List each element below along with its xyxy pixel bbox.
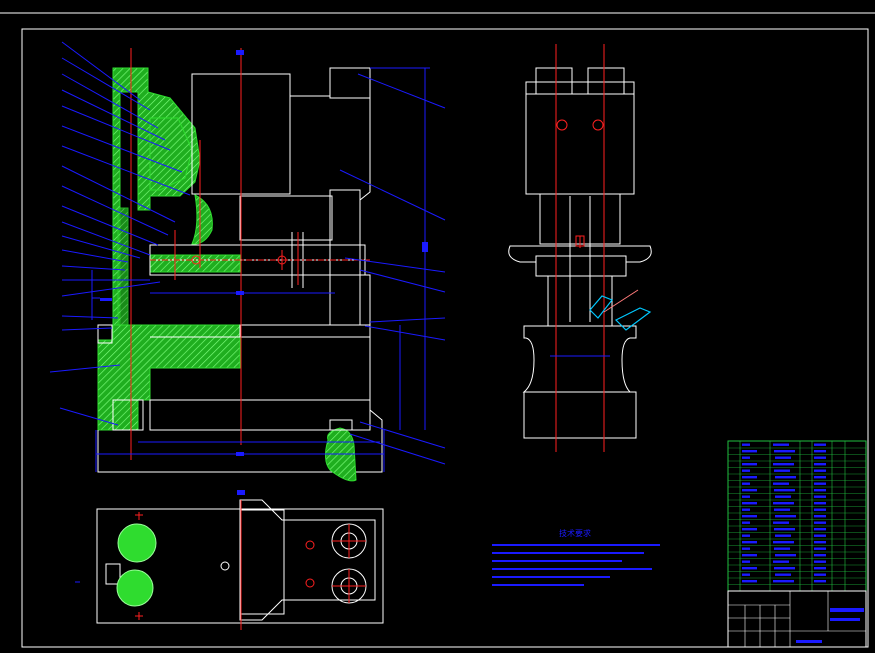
front-section-view — [49, 41, 446, 482]
plan-view — [75, 490, 384, 630]
notes-title: 技术要求 — [559, 528, 591, 538]
parts-list-table — [727, 440, 867, 648]
drawing-frame — [0, 12, 875, 648]
technical-requirements: 技术要求 — [492, 528, 660, 586]
side-view — [508, 44, 652, 452]
